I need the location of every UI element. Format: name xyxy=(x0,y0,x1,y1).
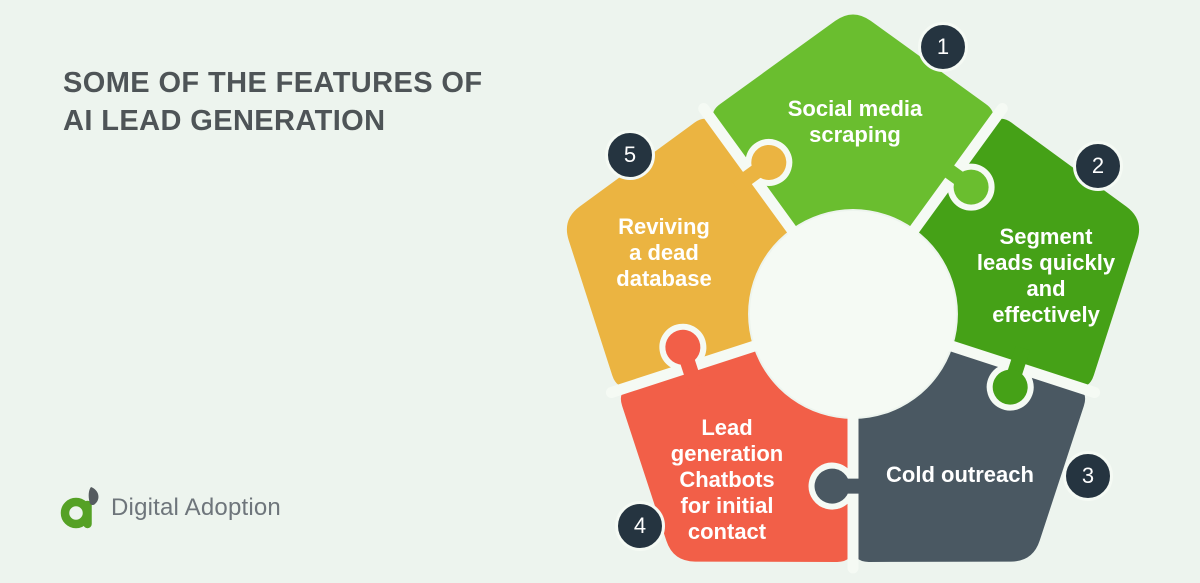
puzzle-piece-lead-generation-chatbots xyxy=(620,346,854,562)
label-line: Reviving xyxy=(618,214,710,239)
puzzle-diagram xyxy=(566,14,1140,574)
tab-ring xyxy=(808,462,856,510)
piece-label-lead-generation: Lead generation Chatbots for initial con… xyxy=(671,415,783,545)
tab-knob xyxy=(953,169,989,205)
tab-ring xyxy=(986,363,1034,411)
tab-knob xyxy=(814,468,850,504)
piece-label-social-media-scraping: Social media scraping xyxy=(788,96,923,148)
center-circle xyxy=(750,211,956,417)
tab-piece-4 xyxy=(659,323,707,389)
piece-label-cold-outreach: Cold outreach xyxy=(886,462,1034,488)
badge-number: 5 xyxy=(623,142,637,167)
badge-number: 3 xyxy=(1081,463,1095,488)
page-title-line-1: SOME OF THE FEATURES OF xyxy=(63,67,483,99)
tab-ring xyxy=(745,138,793,186)
badge-3: 3 xyxy=(1063,451,1113,501)
label-line: generation xyxy=(670,441,784,466)
tab-knob xyxy=(665,329,701,365)
page-title: SOME OF THE FEATURES OF AI LEAD GENERATI… xyxy=(63,64,483,140)
tab-knob xyxy=(992,369,1028,405)
tab-piece-2 xyxy=(986,345,1034,411)
badge-1: 1 xyxy=(918,22,968,72)
label-line: and xyxy=(1026,276,1066,301)
label-line: Lead xyxy=(701,415,753,440)
tab-ring xyxy=(659,323,707,371)
digital-adoption-logo-icon xyxy=(60,487,99,529)
label-line: Cold outreach xyxy=(886,462,1034,487)
badge-2: 2 xyxy=(1073,141,1123,191)
badge-5: 5 xyxy=(605,130,655,180)
badge-number: 4 xyxy=(633,513,647,538)
badge-number: 1 xyxy=(936,34,950,59)
tab-piece-1 xyxy=(933,156,995,211)
label-line: Segment xyxy=(999,224,1093,249)
leaf-icon xyxy=(88,487,99,506)
tab-knob xyxy=(751,144,787,180)
label-line: database xyxy=(616,266,712,291)
logo-text: Digital Adoption xyxy=(111,494,281,521)
label-line: effectively xyxy=(992,302,1100,327)
brand-logo: Digital Adoption xyxy=(58,485,281,531)
label-line: Social media xyxy=(787,96,923,121)
label-line: a dead xyxy=(629,240,699,265)
tab-ring xyxy=(947,163,995,211)
piece-label-reviving-database: Reviving a dead database xyxy=(616,214,711,292)
label-line: scraping xyxy=(809,122,901,147)
tab-piece-5 xyxy=(731,138,793,193)
label-line: leads quickly xyxy=(976,250,1116,275)
label-line: for initial xyxy=(680,493,774,518)
page-title-line-2: AI LEAD GENERATION xyxy=(63,105,386,137)
badge-4: 4 xyxy=(615,501,665,551)
tab-piece-3 xyxy=(808,462,874,510)
label-line: contact xyxy=(687,519,767,544)
label-line: Chatbots xyxy=(679,467,775,492)
piece-label-segment-leads: Segment leads quickly and effectively xyxy=(977,224,1115,328)
badge-number: 2 xyxy=(1091,153,1105,178)
